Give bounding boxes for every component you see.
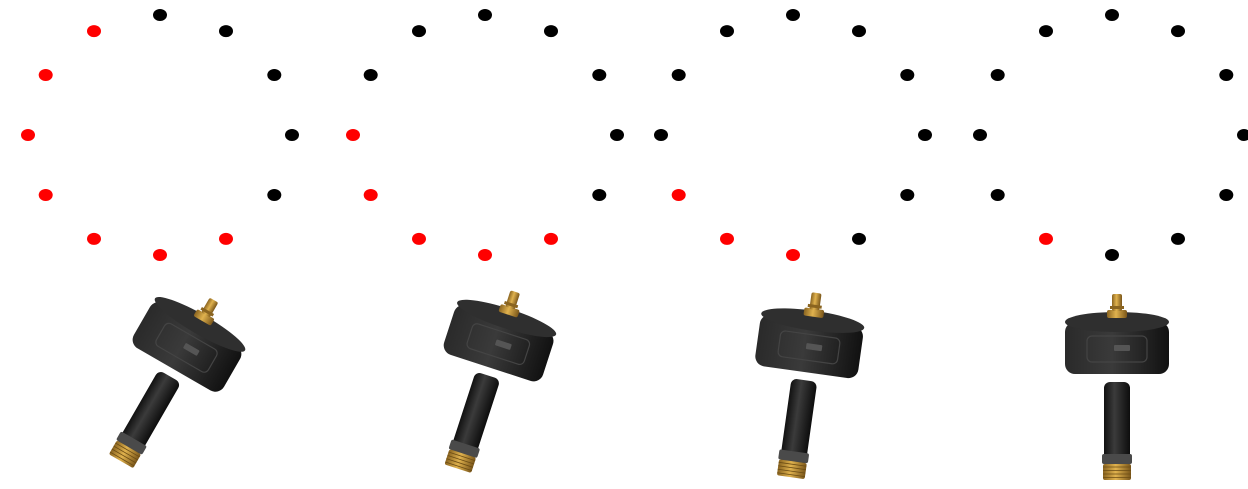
inactive-dot [973,129,987,141]
inactive-dot [592,189,606,201]
inactive-dot [786,9,800,21]
inactive-dot [672,69,686,81]
dot-ring-2 [346,9,624,261]
active-dot [87,25,101,37]
inactive-dot [900,69,914,81]
active-dot [720,233,734,245]
inactive-dot [285,129,299,141]
inactive-dot [544,25,558,37]
inactive-dot [852,233,866,245]
inactive-dot [610,129,624,141]
inactive-dot [1219,69,1233,81]
inactive-dot [720,25,734,37]
active-dot [786,249,800,261]
inactive-dot [1105,249,1119,261]
inactive-dot [1105,9,1119,21]
active-dot [544,233,558,245]
inactive-dot [900,189,914,201]
inactive-dot [918,129,932,141]
tire-pressure-sensor-icon-2 [408,276,564,485]
active-dot [346,129,360,141]
dot-ring-4 [973,9,1248,261]
active-dot [478,249,492,261]
active-dot [87,233,101,245]
inactive-dot [852,25,866,37]
inactive-dot [219,25,233,37]
inactive-dot [592,69,606,81]
tire-pressure-sensor-icon-3 [739,286,868,485]
inactive-dot [654,129,668,141]
active-dot [39,189,53,201]
inactive-dot [1039,25,1053,37]
active-dot [1039,233,1053,245]
active-dot [412,233,426,245]
active-dot [672,189,686,201]
inactive-dot [1219,189,1233,201]
tire-pressure-sensor-icon-1 [76,274,259,487]
inactive-dot [1171,233,1185,245]
dot-ring-1 [21,9,299,261]
tire-pressure-sensor-icon-4 [1065,294,1169,480]
inactive-dot [1237,129,1248,141]
inactive-dot [1171,25,1185,37]
active-dot [153,249,167,261]
inactive-dot [364,69,378,81]
dot-rings [21,9,1248,261]
active-dot [39,69,53,81]
active-dot [364,189,378,201]
inactive-dot [478,9,492,21]
inactive-dot [267,69,281,81]
dot-ring-3 [654,9,932,261]
inactive-dot [412,25,426,37]
active-dot [21,129,35,141]
sensor-images [76,274,1169,487]
inactive-dot [153,9,167,21]
inactive-dot [991,189,1005,201]
inactive-dot [267,189,281,201]
active-dot [219,233,233,245]
inactive-dot [991,69,1005,81]
